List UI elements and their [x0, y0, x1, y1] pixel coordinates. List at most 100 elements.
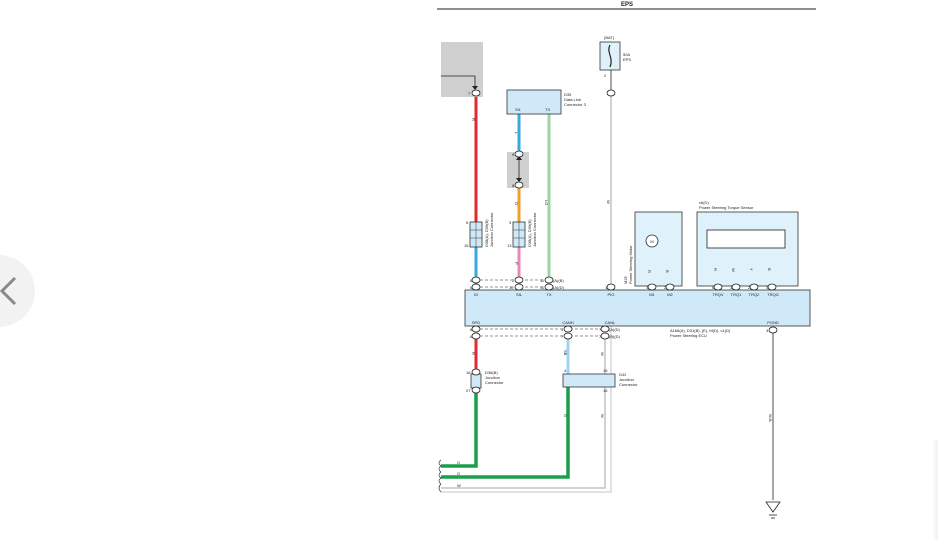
- junction-connector-left: [469, 221, 483, 248]
- ecu-pin-label: CANL: [605, 320, 616, 325]
- pin-num: 8: [470, 327, 473, 332]
- ecu-pin-label: TRQV: [712, 292, 723, 297]
- side-ref-label: (A)(D): [553, 285, 565, 290]
- fuse-bat-label: (BAT): [604, 35, 615, 40]
- pin-num: 2: [512, 278, 515, 283]
- jc-can-box: [562, 373, 616, 388]
- torque-sensor-box: [696, 211, 799, 287]
- wire-color-label: O: [514, 202, 519, 205]
- pin-num: 2: [664, 285, 667, 290]
- left-edge-label-3: W: [457, 483, 461, 488]
- wire-w-return: [441, 290, 612, 493]
- pin-num: 16: [603, 388, 608, 393]
- ecu-pin-label: M1: [649, 292, 655, 297]
- pin-num: 15: [603, 368, 608, 373]
- motor-icon: [645, 234, 659, 248]
- side-ref-label: (A)(B): [553, 278, 564, 283]
- wire-color-label: SB: [563, 350, 568, 356]
- pin-num: 8: [470, 278, 473, 283]
- pin-num: 15: [464, 243, 469, 248]
- edge-shadow: [932, 440, 938, 540]
- ecu-pin-label: PIG: [608, 292, 615, 297]
- wire-color-label: G: [563, 414, 568, 417]
- chevron-left-icon: [0, 276, 17, 306]
- ig-source-box: [441, 42, 483, 97]
- ecu-pin-label: TRQ2: [749, 292, 760, 297]
- jc-can-code: D42: [619, 372, 627, 377]
- wire-color-label: R: [647, 270, 652, 273]
- pin-num: 11: [540, 278, 545, 283]
- dlc-pin-tx: TX: [545, 107, 550, 112]
- wire-color-label: LG: [544, 200, 549, 205]
- ecu-pin-label: TX: [546, 292, 551, 297]
- pin-num: 3: [509, 220, 512, 225]
- jc-spd-name-2: Connector: [485, 380, 504, 385]
- ecu-pin-label: SPD: [472, 320, 480, 325]
- dlc-connector-box: [506, 89, 562, 115]
- pin-num: 4: [564, 368, 567, 373]
- jc-spd-code: D36(B): [485, 370, 498, 375]
- pin-num: 6: [470, 285, 473, 290]
- wire-color-label: W: [600, 414, 605, 418]
- wire-color-label: R: [471, 118, 476, 121]
- ground-icon: [765, 501, 781, 513]
- wire-color-label: W-B: [768, 414, 773, 422]
- pin-num: 16: [466, 370, 471, 375]
- dlc-pin-sil: SIL: [515, 107, 522, 112]
- wire-spd-green: [441, 392, 478, 468]
- side-ref-label: (B)(D): [609, 334, 621, 339]
- torque-code: c6(D): [699, 200, 709, 205]
- fuse-icon: [608, 44, 612, 68]
- motor-box: [634, 211, 683, 287]
- motor-code: M25: [623, 275, 628, 284]
- jc-spd-box: [470, 373, 482, 389]
- pin-num: 9: [512, 152, 515, 157]
- jc-spd-name-1: Junction: [485, 375, 500, 380]
- pin-num: 27: [466, 388, 471, 393]
- wire-color-label: B: [665, 270, 670, 273]
- side-ref-label: (A)(D): [609, 327, 621, 332]
- ecu-pin-label: TRQG: [767, 292, 779, 297]
- wire-color-label: B: [767, 268, 772, 271]
- jc-left-name: Junction Connector: [489, 212, 494, 247]
- pin-num: 7: [599, 334, 602, 339]
- torque-name: Power Steering Torque Sensor: [699, 205, 754, 210]
- fuse-pin: 2: [604, 73, 607, 78]
- pin-num: 6: [712, 285, 715, 290]
- torque-sensor-element: [706, 229, 786, 249]
- ecu-pin-label: CANH: [562, 320, 573, 325]
- pin-num: 7: [599, 327, 602, 332]
- fuse-rating: 50A: [623, 52, 630, 57]
- pin-num: 7: [561, 334, 564, 339]
- ecu-pin-label: TRQ1: [731, 292, 742, 297]
- pin-num: 1: [730, 285, 733, 290]
- fuse-name: EPS: [623, 57, 631, 62]
- eps-ecu-box: [464, 289, 811, 327]
- dlc-name-1: Data Link: [564, 97, 581, 102]
- ecu-pin-label: PGND: [767, 320, 779, 325]
- pin-num: 1: [605, 285, 608, 290]
- jc-can-name-1: Junction: [619, 377, 634, 382]
- ecu-code: A166(A), D31(B), (E), M(D), c1(D): [670, 328, 731, 333]
- pin-num: 13: [507, 243, 512, 248]
- pin-num: 6: [470, 334, 473, 339]
- junction-connector-mid: [512, 221, 526, 248]
- wire-color-label: W: [731, 268, 736, 272]
- jc-can-name-2: Connector: [619, 382, 638, 387]
- wire-canl-low: [441, 387, 606, 489]
- pin-num: 2: [748, 285, 751, 290]
- pin-num: 7: [468, 91, 471, 96]
- jc-left-code: D38(A), D39(B): [484, 219, 489, 247]
- pin-num: 1: [646, 285, 649, 290]
- pin-num: 11: [540, 285, 545, 290]
- ecu-pin-label: SIL: [516, 292, 523, 297]
- wire-color-label: W: [600, 352, 605, 356]
- dlc-code: D35: [564, 92, 572, 97]
- left-edge-label-1: G: [457, 460, 460, 465]
- motor-name: Power Steering Motor: [628, 245, 633, 284]
- pin-num: 3: [766, 328, 769, 333]
- pin-num: 3: [766, 285, 769, 290]
- diagram-title: EPS: [621, 2, 633, 8]
- wire-color-label: W: [606, 200, 611, 204]
